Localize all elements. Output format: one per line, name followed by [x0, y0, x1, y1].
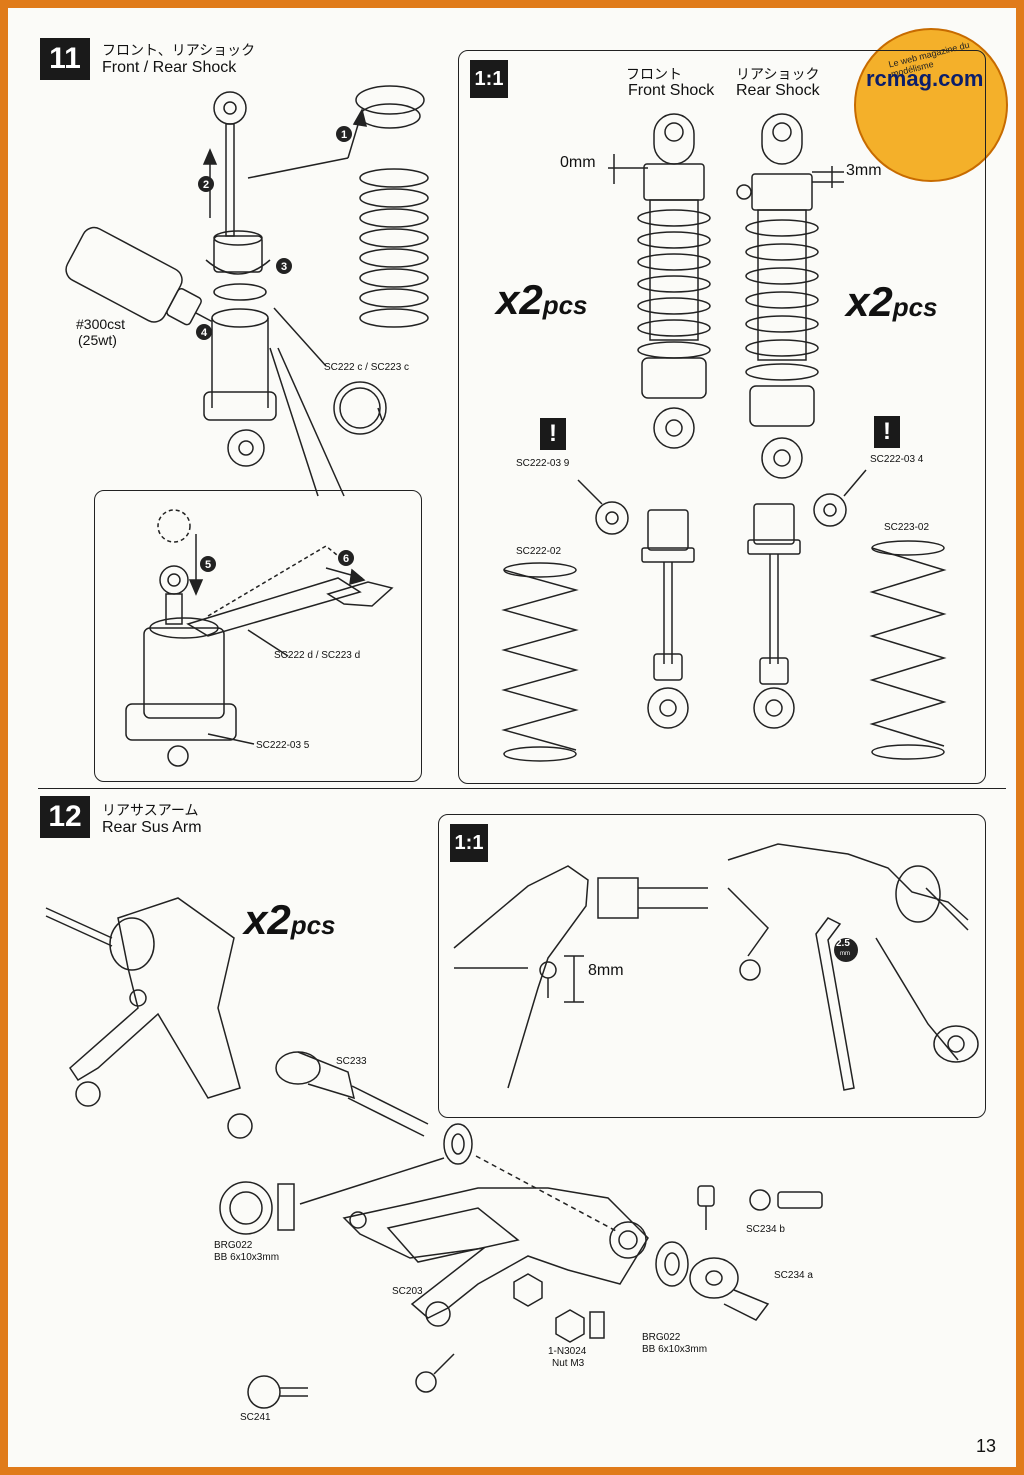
- axle-label: SC233: [336, 1056, 367, 1067]
- rear-shock-1to1: [736, 113, 819, 479]
- assembly-drawing: 1 2 3 4 5 6: [45, 85, 979, 1409]
- bearing-center: [443, 1123, 473, 1165]
- rear-spring-label: SC223-02: [884, 522, 930, 533]
- bearing-right-desc: BB 6x10x3mm: [642, 1344, 708, 1355]
- bearing-left-desc: BB 6x10x3mm: [214, 1252, 280, 1263]
- oil-viscosity-label: #300cst: [76, 316, 126, 332]
- rear-shock-title-jp: リアショック: [736, 66, 820, 82]
- qty-rear-shock: x2pcs: [846, 278, 938, 325]
- bearing-left-code: BRG022: [214, 1240, 253, 1251]
- manual-page: 11 フロント、リアショック Front / Rear Shock Le web…: [8, 8, 1016, 1467]
- bearing-right: [655, 1241, 689, 1287]
- section-divider: [38, 788, 1006, 789]
- arm-1to1-panel: [438, 814, 986, 1118]
- shock-oil-bottle: [65, 226, 212, 326]
- qty-front-shock: x2pcs: [496, 276, 588, 323]
- rear-arm-sc203: [342, 1187, 649, 1327]
- axle-sc233: [275, 1051, 429, 1137]
- front-spring-1to1: [501, 562, 579, 762]
- warning-icon-front: !: [540, 418, 566, 450]
- step-12-title-en: Rear Sus Arm: [102, 819, 202, 836]
- rear-arm-assembled: [45, 897, 253, 1139]
- rear-shock-title-en: Rear Shock: [736, 82, 820, 99]
- screw-label: SC234 b: [746, 1224, 785, 1235]
- warning-icon-rear: !: [874, 416, 900, 448]
- hub-label: SC234 a: [774, 1270, 813, 1281]
- tool-part-label: SC222 d / SC223 d: [274, 650, 361, 661]
- ball-height-label: 8mm: [588, 962, 624, 979]
- hex-tool-unit: mm: [840, 951, 850, 957]
- bottom-part-label: SC222-03 5: [256, 740, 310, 751]
- nut-desc: Nut M3: [552, 1358, 585, 1369]
- page-number: 13: [976, 1436, 997, 1456]
- step-11-title-jp: フロント、リアショック: [102, 42, 256, 58]
- svg-text:5: 5: [205, 559, 211, 571]
- svg-text:6: 6: [343, 553, 349, 565]
- scale-badge-step11: 1:1: [470, 60, 508, 98]
- arm-detail-1to1-left: [453, 865, 708, 1089]
- front-spacer-label: SC222-03 9: [516, 458, 570, 469]
- ballstud-sc241: [247, 1353, 455, 1409]
- shock-zoom-box: [94, 490, 422, 782]
- svg-text:3: 3: [281, 261, 287, 273]
- logo-name: rcmag.com: [866, 66, 984, 91]
- screw-sc234b: [697, 1185, 823, 1230]
- front-shock-1to1: [637, 113, 711, 449]
- hex-tool-size: 2.5: [836, 938, 850, 949]
- svg-text:1: 1: [341, 129, 347, 141]
- rod-end-eyelet: [213, 91, 247, 125]
- front-spring-label: SC222-02: [516, 546, 562, 557]
- shock-1to1-panel: [458, 50, 986, 784]
- scale-badge-step12: 1:1: [450, 824, 488, 862]
- front-gap-label: 0mm: [560, 154, 596, 171]
- front-shock-title-jp: フロント: [626, 66, 682, 82]
- step-12-title-jp: リアサスアーム: [102, 802, 199, 818]
- rear-gap-label: 3mm: [846, 162, 882, 179]
- step-11-title-en: Front / Rear Shock: [102, 59, 237, 76]
- nut-m3: [513, 1273, 605, 1343]
- oring-part-label: SC222 c / SC223 c: [324, 362, 410, 373]
- step-number-12: 12: [40, 796, 90, 838]
- front-shock-title-en: Front Shock: [628, 82, 715, 99]
- rear-spacer-label: SC222-03 4: [870, 454, 924, 465]
- svg-text:4: 4: [201, 327, 208, 339]
- spring-step11: [359, 168, 429, 328]
- arm-detail-1to1-right: [727, 843, 979, 1091]
- hub-sc234a: [689, 1257, 770, 1321]
- qty-rear-arm: x2pcs: [244, 896, 336, 943]
- ballstud-label: SC241: [240, 1412, 271, 1423]
- rear-spring-1to1: [869, 540, 947, 760]
- step-number-11: 11: [40, 38, 90, 80]
- nut-code: 1-N3024: [548, 1346, 587, 1357]
- arm-label: SC203: [392, 1286, 423, 1297]
- bearing-right-code: BRG022: [642, 1332, 681, 1343]
- svg-text:2: 2: [203, 179, 209, 191]
- oil-weight-label: (25wt): [78, 332, 117, 348]
